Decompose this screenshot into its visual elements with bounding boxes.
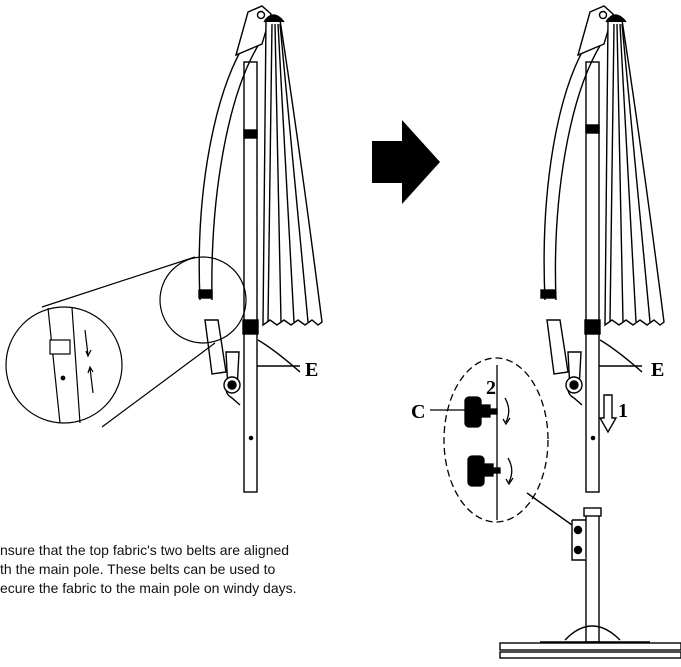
left-arm-lower-sleeve [204,319,227,375]
right-canopy [604,19,665,327]
instruction-caption: nsure that the top fabric's two belts ar… [0,541,460,598]
base-detail-pointer [526,492,573,526]
magnified-hole [60,375,66,381]
magnified-tube [47,307,81,424]
magnified-sleeve [49,339,71,355]
upper-knob-body [464,396,482,428]
left-hinge-bolt [256,10,266,20]
base-bolt-2 [573,545,583,555]
left-canopy [262,19,323,327]
right-arm-lower-sleeve [546,319,569,375]
magnifier-small-circle [159,256,247,344]
left-pole-joint [243,129,258,139]
magnified-arrow-up [87,365,94,394]
caption-line-3: ecure the fabric to the main pole on win… [0,580,297,596]
base-feet [540,625,650,643]
left-canopy-top [263,14,285,23]
label-step-2: 2 [486,377,496,399]
right-pole-joint [585,124,600,134]
base-plate [499,642,681,651]
knob-detail [430,357,549,523]
label-e-right: E [651,359,664,381]
left-magnifier [5,256,247,428]
right-arm-joint [540,289,556,299]
right-crank-knob-inner [569,380,579,390]
left-curved-arm [198,39,260,301]
base-pole [585,511,600,643]
caption-line-2: th the main pole. These belts can be use… [0,561,276,577]
label-e-left: E [305,359,318,381]
lower-rotate-arrow [505,457,514,486]
right-pole-collar [584,319,601,335]
left-crank-knob-inner [227,380,237,390]
base-bolt-1 [573,525,583,535]
magnifier-large-circle [5,306,123,424]
left-canopy-ribs [267,23,309,323]
left-umbrella [198,5,323,493]
magnifier-cone-top [41,256,196,308]
upper-knob-tip [488,408,498,415]
down-arrow [598,394,618,434]
right-curved-arm [543,39,602,301]
right-umbrella [499,5,681,659]
base-plate-lower [499,651,681,659]
label-step-1: 1 [618,400,628,422]
right-canopy-top [605,14,627,23]
left-belt-upper [257,339,301,373]
right-main-pole [585,61,600,493]
detail-dashed-ellipse [443,357,549,523]
right-canopy-ribs [609,23,651,323]
left-main-pole [243,61,258,493]
left-pole-collar [242,319,259,335]
transition-arrow [372,120,440,204]
magnified-arrow-down [84,329,92,358]
right-hinge-bolt [598,10,608,20]
base-pole-cap [583,507,602,517]
right-belt-upper [599,339,643,373]
left-pole-screw [248,435,254,441]
lower-knob-tip [491,467,501,474]
upper-rotate-arrow [502,397,511,426]
caption-line-1: nsure that the top fabric's two belts ar… [0,542,290,558]
magnifier-cone-bottom [101,342,216,428]
lower-knob-body [467,455,485,487]
right-pole-screw [590,435,596,441]
label-c: C [411,401,425,423]
left-arm-joint [198,289,213,299]
